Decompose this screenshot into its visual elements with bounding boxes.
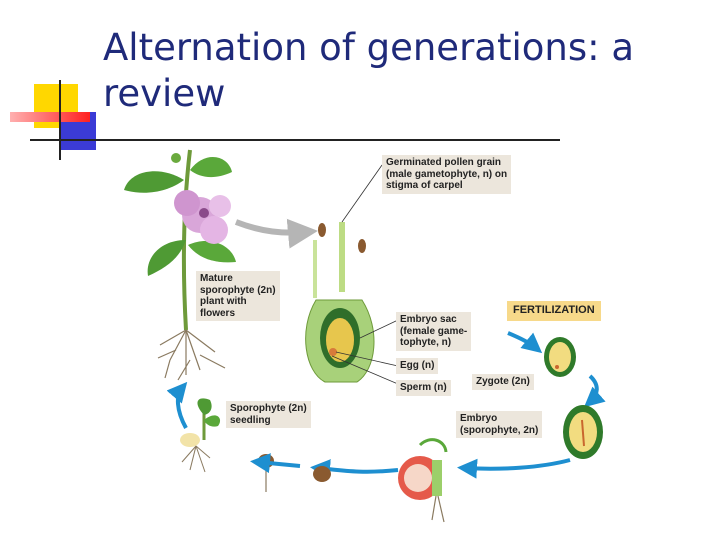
vertical-line-decoration — [59, 80, 61, 160]
mature-label-line-2: sporophyte (2n) — [200, 284, 276, 296]
egg-label: Egg (n) — [396, 358, 439, 374]
mature-label-line-4: flowers — [200, 307, 236, 319]
pollen-label-line-1: Germinated pollen grain — [386, 157, 502, 168]
sperm-label-text: Sperm (n) — [400, 382, 447, 393]
embryo-seed-illustration — [563, 405, 603, 459]
embryo-sac-label: Embryo sac (female game- tophyte, n) — [396, 312, 472, 351]
seed-illustration — [313, 466, 331, 482]
zygote-label: Zygote (2n) — [472, 374, 534, 390]
seedling-illustration — [180, 398, 221, 473]
embryo-label: Embryo (sporophyte, 2n) — [456, 411, 543, 438]
mature-plant-illustration — [124, 149, 236, 381]
embryo-label-line-2: (sporophyte, 2n) — [460, 424, 539, 436]
zygote-label-text: Zygote (2n) — [476, 376, 530, 387]
seedling-label-line-1: Sporophyte (2n) — [230, 403, 307, 414]
carpel-illustration — [305, 222, 375, 383]
embryo-sac-label-line-3: tophyte, n) — [400, 337, 452, 348]
slide-title-line-2: review — [103, 72, 226, 115]
pollen-grain-label: Germinated pollen grain (male gametophyt… — [382, 155, 512, 194]
mature-label-line-3: plant with — [200, 296, 247, 307]
seedling-label-line-2: seedling — [230, 414, 271, 426]
slide-title-line-1: Alternation of generations: a — [103, 26, 635, 69]
seedling-label: Sporophyte (2n) seedling — [226, 401, 311, 428]
embryo-sac-label-line-1: Embryo sac — [400, 314, 457, 325]
pollen-label-line-3: stigma of carpel — [386, 180, 463, 191]
red-bar-decoration — [10, 112, 90, 122]
fertilization-label-text: FERTILIZATION — [513, 304, 595, 316]
germinating-seed-illustration — [398, 438, 448, 523]
mature-sporophyte-label: Mature sporophyte (2n) plant with flower… — [196, 271, 280, 321]
pollen-label-line-2: (male gametophyte, n) on — [386, 168, 508, 180]
embryo-sac-label-line-2: (female game- — [400, 325, 468, 337]
fertilization-label: FERTILIZATION — [507, 301, 601, 321]
mature-label-line-1: Mature — [200, 273, 233, 284]
label-pointer-lines — [331, 164, 399, 385]
zygote-seed-illustration — [544, 337, 576, 377]
horizontal-line-decoration — [30, 139, 560, 141]
sperm-label: Sperm (n) — [396, 380, 451, 396]
embryo-label-line-1: Embryo — [460, 413, 498, 424]
egg-label-text: Egg (n) — [400, 360, 435, 371]
slide-title: Alternation of generations: a review — [103, 25, 703, 117]
